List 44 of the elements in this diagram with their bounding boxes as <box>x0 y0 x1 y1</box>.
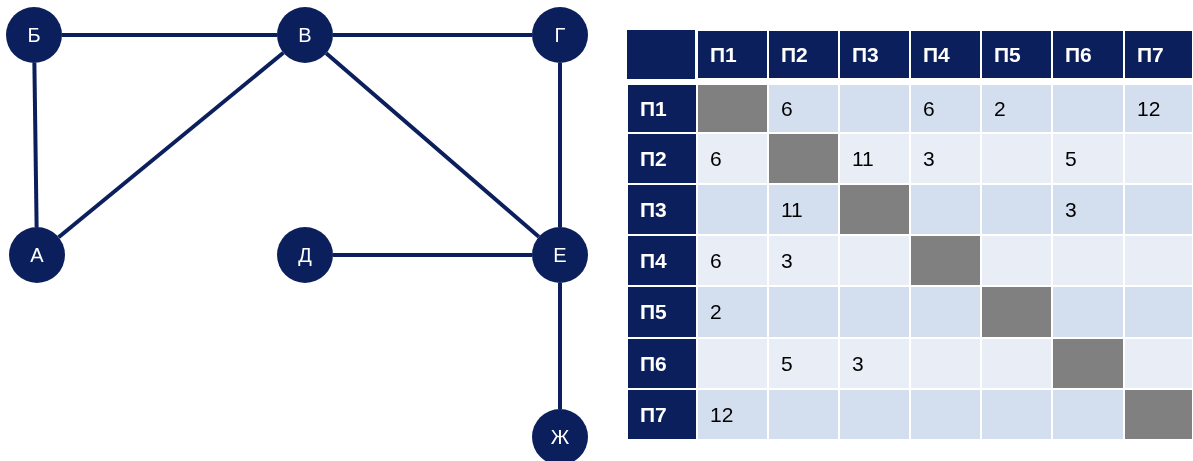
table-cell: 6 <box>769 85 838 132</box>
column-header: П3 <box>840 31 909 78</box>
table-cell: 5 <box>1053 134 1123 183</box>
column-header: П6 <box>1053 31 1123 78</box>
row-header: П6 <box>628 339 696 388</box>
column-header: П7 <box>1125 31 1192 78</box>
vertex-circle: Г <box>532 7 588 63</box>
vertex-circle: А <box>9 227 65 283</box>
table-cell: 3 <box>840 339 909 388</box>
vertex-circle: В <box>277 7 333 63</box>
column-header: П2 <box>769 31 838 78</box>
row-header: П3 <box>628 185 696 234</box>
row-header: П2 <box>628 134 696 183</box>
row-header: П5 <box>628 287 696 337</box>
table-cell: 12 <box>698 390 767 439</box>
table-cell: 5 <box>769 339 838 388</box>
vertex-circle: Ж <box>532 409 588 461</box>
connecting-line <box>333 253 532 257</box>
table-cell: 3 <box>1053 185 1123 234</box>
connecting-line <box>62 33 277 37</box>
connecting-line <box>32 62 39 228</box>
table-cell: 6 <box>698 236 767 285</box>
vertex-circle: Д <box>277 227 333 283</box>
vertex-circle: Б <box>6 7 62 63</box>
connecting-line <box>558 283 562 409</box>
table-cell: 12 <box>1125 85 1192 132</box>
connecting-line <box>333 33 532 37</box>
row-header: П7 <box>628 390 696 439</box>
column-header: П5 <box>982 31 1051 78</box>
table-cell: 11 <box>769 185 838 234</box>
table-cell: 2 <box>982 85 1051 132</box>
column-header: П4 <box>911 31 980 78</box>
row-header: П4 <box>628 236 696 285</box>
table-cell: 11 <box>840 134 909 183</box>
vertex-circle: Е <box>532 227 588 283</box>
table-cell: 6 <box>911 85 980 132</box>
connecting-line <box>558 63 562 227</box>
row-header: П1 <box>628 85 696 132</box>
connecting-line <box>57 51 285 239</box>
table-cell: 2 <box>698 287 767 337</box>
table-cell: 3 <box>769 236 838 285</box>
table-cell: 6 <box>698 134 767 183</box>
column-header: П1 <box>698 31 767 78</box>
table-cell: 3 <box>911 134 980 183</box>
